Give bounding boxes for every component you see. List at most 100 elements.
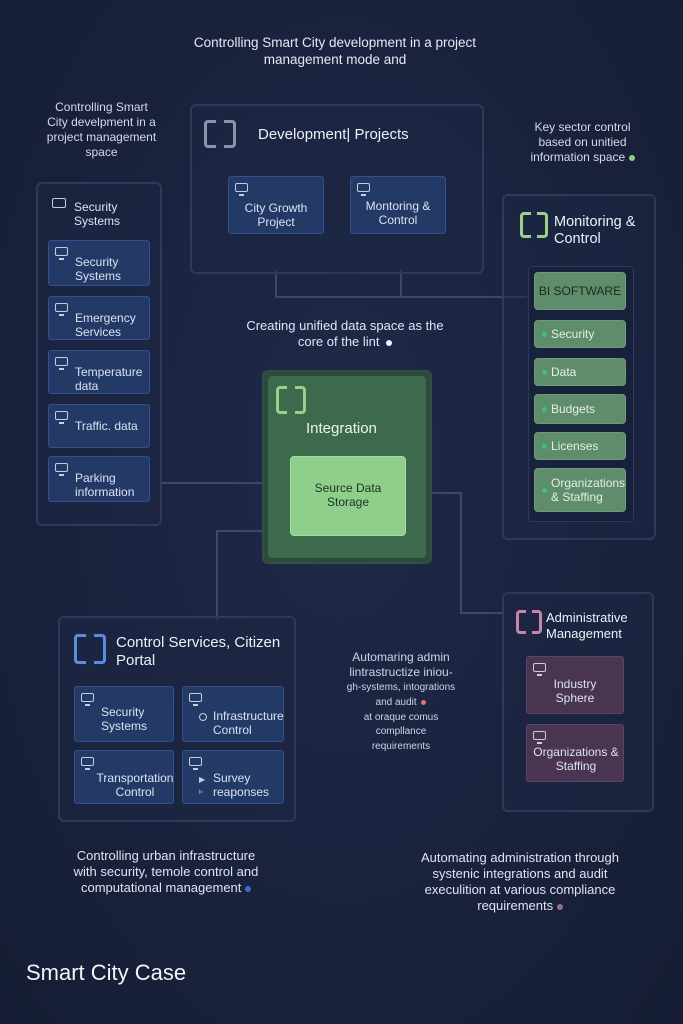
left-item-label: Temperature data (75, 365, 143, 393)
monitor-icon (189, 757, 202, 770)
monitor-icon (55, 463, 68, 476)
monitoring-item-organizations[interactable]: Organizations & Staffing (534, 468, 626, 512)
left-item-traffic[interactable]: Traffic. data (48, 404, 150, 448)
mauve-dot-icon (556, 904, 563, 910)
monitor-icon (357, 183, 370, 196)
control-item-label: Survey reaponses (213, 771, 270, 799)
tile-label: City Growth Project (244, 201, 308, 229)
caption-line: compllance (375, 726, 427, 737)
admin-item-industry[interactable]: Industry Sphere (526, 656, 624, 714)
monitor-icon (81, 693, 94, 706)
monitoring-item-label: Security (551, 327, 595, 341)
admin-item-organizations[interactable]: Organizations & Staffing (526, 724, 624, 782)
integration-title: Integration (306, 420, 377, 437)
monitor-icon (533, 731, 546, 744)
caption-middle-right: Automaring admin lintrastructize iniou- … (340, 650, 462, 754)
control-item-label: Transportation Control (96, 771, 174, 799)
bi-software-label: BI SOFTWARE (538, 284, 622, 298)
monitor-icon (235, 183, 248, 196)
status-dot-icon (542, 331, 547, 337)
admin-title: Administrative Management (546, 610, 628, 641)
caption-line: gh-systems, intogrations (346, 682, 456, 693)
city-growth-project-tile[interactable]: City Growth Project (228, 176, 324, 234)
caption-line-with-dot: and audit (340, 696, 462, 710)
integration-panel: Integration Seurce Data Storage (262, 370, 432, 564)
monitoring-item-security[interactable]: Security (534, 320, 626, 348)
control-item-security[interactable]: Security Systems (74, 686, 174, 742)
caption-line: requirements (371, 741, 431, 752)
monitoring-control-tile[interactable]: Montoring & Control (350, 176, 446, 234)
left-item-label: Emergency Services (75, 311, 136, 339)
connector-integration-control-h (216, 530, 288, 532)
control-services-title: Control Services, Citizen Portal (116, 634, 281, 669)
monitoring-item-label: Licenses (551, 439, 599, 453)
connector-dev-down1 (275, 270, 277, 298)
left-list-header: Security Systems (74, 200, 121, 228)
source-data-storage-box[interactable]: Seurce Data Storage (290, 456, 406, 536)
tile-label: Montoring & Control (365, 199, 431, 227)
caption-center: Creating unified data space as the core … (240, 318, 450, 350)
bi-software-button[interactable]: BI SOFTWARE (534, 272, 626, 310)
monitor-icon (55, 357, 68, 370)
caption-line: Automaring admin (352, 650, 450, 664)
bracket-icon (74, 633, 106, 665)
monitoring-item-label: Organizations & Staffing (551, 476, 626, 504)
monitoring-title: Monitoring & Control (554, 214, 636, 247)
development-title: Development| Projects (258, 126, 409, 143)
administrative-management-panel: Administrative Management Industry Spher… (502, 592, 654, 812)
bracket-icon (276, 385, 306, 415)
bracket-icon (520, 211, 548, 239)
control-item-transportation[interactable]: Transportation Control (74, 750, 174, 804)
caption-top: Controlling Smart City development in a … (193, 35, 477, 67)
source-data-storage-label: Seurce Data Storage (314, 481, 382, 509)
left-item-parking[interactable]: Parking information (48, 456, 150, 502)
development-projects-panel: Development| Projects City Growth Projec… (190, 104, 484, 274)
bracket-icon (204, 119, 236, 149)
monitoring-item-data[interactable]: Data (534, 358, 626, 386)
caption-left-top: Controlling Smart City develpment in a p… (46, 100, 157, 159)
left-item-label: Security Systems (75, 255, 122, 283)
monitoring-item-label: Budgets (551, 402, 596, 416)
admin-item-label: Organizations & Staffing (533, 745, 619, 773)
caption-right-top-text: Key sector control based on unitied info… (530, 120, 631, 164)
arrow-icon: ▹ (199, 787, 204, 796)
green-dot-icon (628, 155, 635, 161)
left-systems-panel: Security Systems Security Systems Emerge… (36, 182, 162, 526)
caption-bottom-right: Automating administration through systen… (412, 850, 628, 914)
monitor-icon (189, 693, 202, 706)
left-item-label: Traffic. data (75, 419, 138, 433)
caption-bottom-left: Controlling urban infrastructure with se… (66, 848, 266, 896)
status-dot-icon (542, 406, 547, 412)
pink-dot-icon (421, 700, 427, 705)
bracket-icon (516, 609, 542, 635)
monitor-icon (55, 247, 68, 260)
control-item-survey[interactable]: ▶ ▹ Survey reaponses (182, 750, 284, 804)
caption-bottom-left-text: Controlling urban infrastructure with se… (73, 848, 259, 895)
monitor-icon (52, 198, 66, 208)
blue-dot-icon (245, 886, 252, 892)
caption-bottom-right-text: Automating administration through systen… (420, 850, 619, 913)
control-services-panel: Control Services, Citizen Portal Securit… (58, 616, 296, 822)
connector-integration-control-v (216, 530, 218, 620)
status-dot-icon (542, 369, 547, 375)
left-item-temperature[interactable]: Temperature data (48, 350, 150, 394)
caption-right-top: Key sector control based on unitied info… (520, 120, 645, 165)
caption-line: at oraque comus (363, 712, 439, 723)
status-dot-icon (542, 487, 547, 493)
control-item-infrastructure[interactable]: Infrastructure Control (182, 686, 284, 742)
left-item-security[interactable]: Security Systems (48, 240, 150, 286)
admin-item-label: Industry Sphere (553, 677, 597, 705)
connector-dev-down2 (400, 270, 402, 298)
monitoring-control-panel: Monitoring & Control BI SOFTWARE Securit… (502, 194, 656, 540)
monitoring-item-licenses[interactable]: Licenses (534, 432, 626, 460)
circle-icon (199, 713, 207, 721)
caption-line: and audit (375, 697, 417, 708)
caption-center-text: Creating unified data space as the core … (246, 318, 444, 349)
monitor-icon (55, 303, 68, 316)
white-dot-icon (386, 340, 393, 346)
monitoring-item-label: Data (551, 365, 577, 379)
monitoring-item-budgets[interactable]: Budgets (534, 394, 626, 424)
left-item-emergency[interactable]: Emergency Services (48, 296, 150, 340)
monitor-icon (533, 663, 546, 676)
connector-integration-admin-v (460, 492, 462, 614)
